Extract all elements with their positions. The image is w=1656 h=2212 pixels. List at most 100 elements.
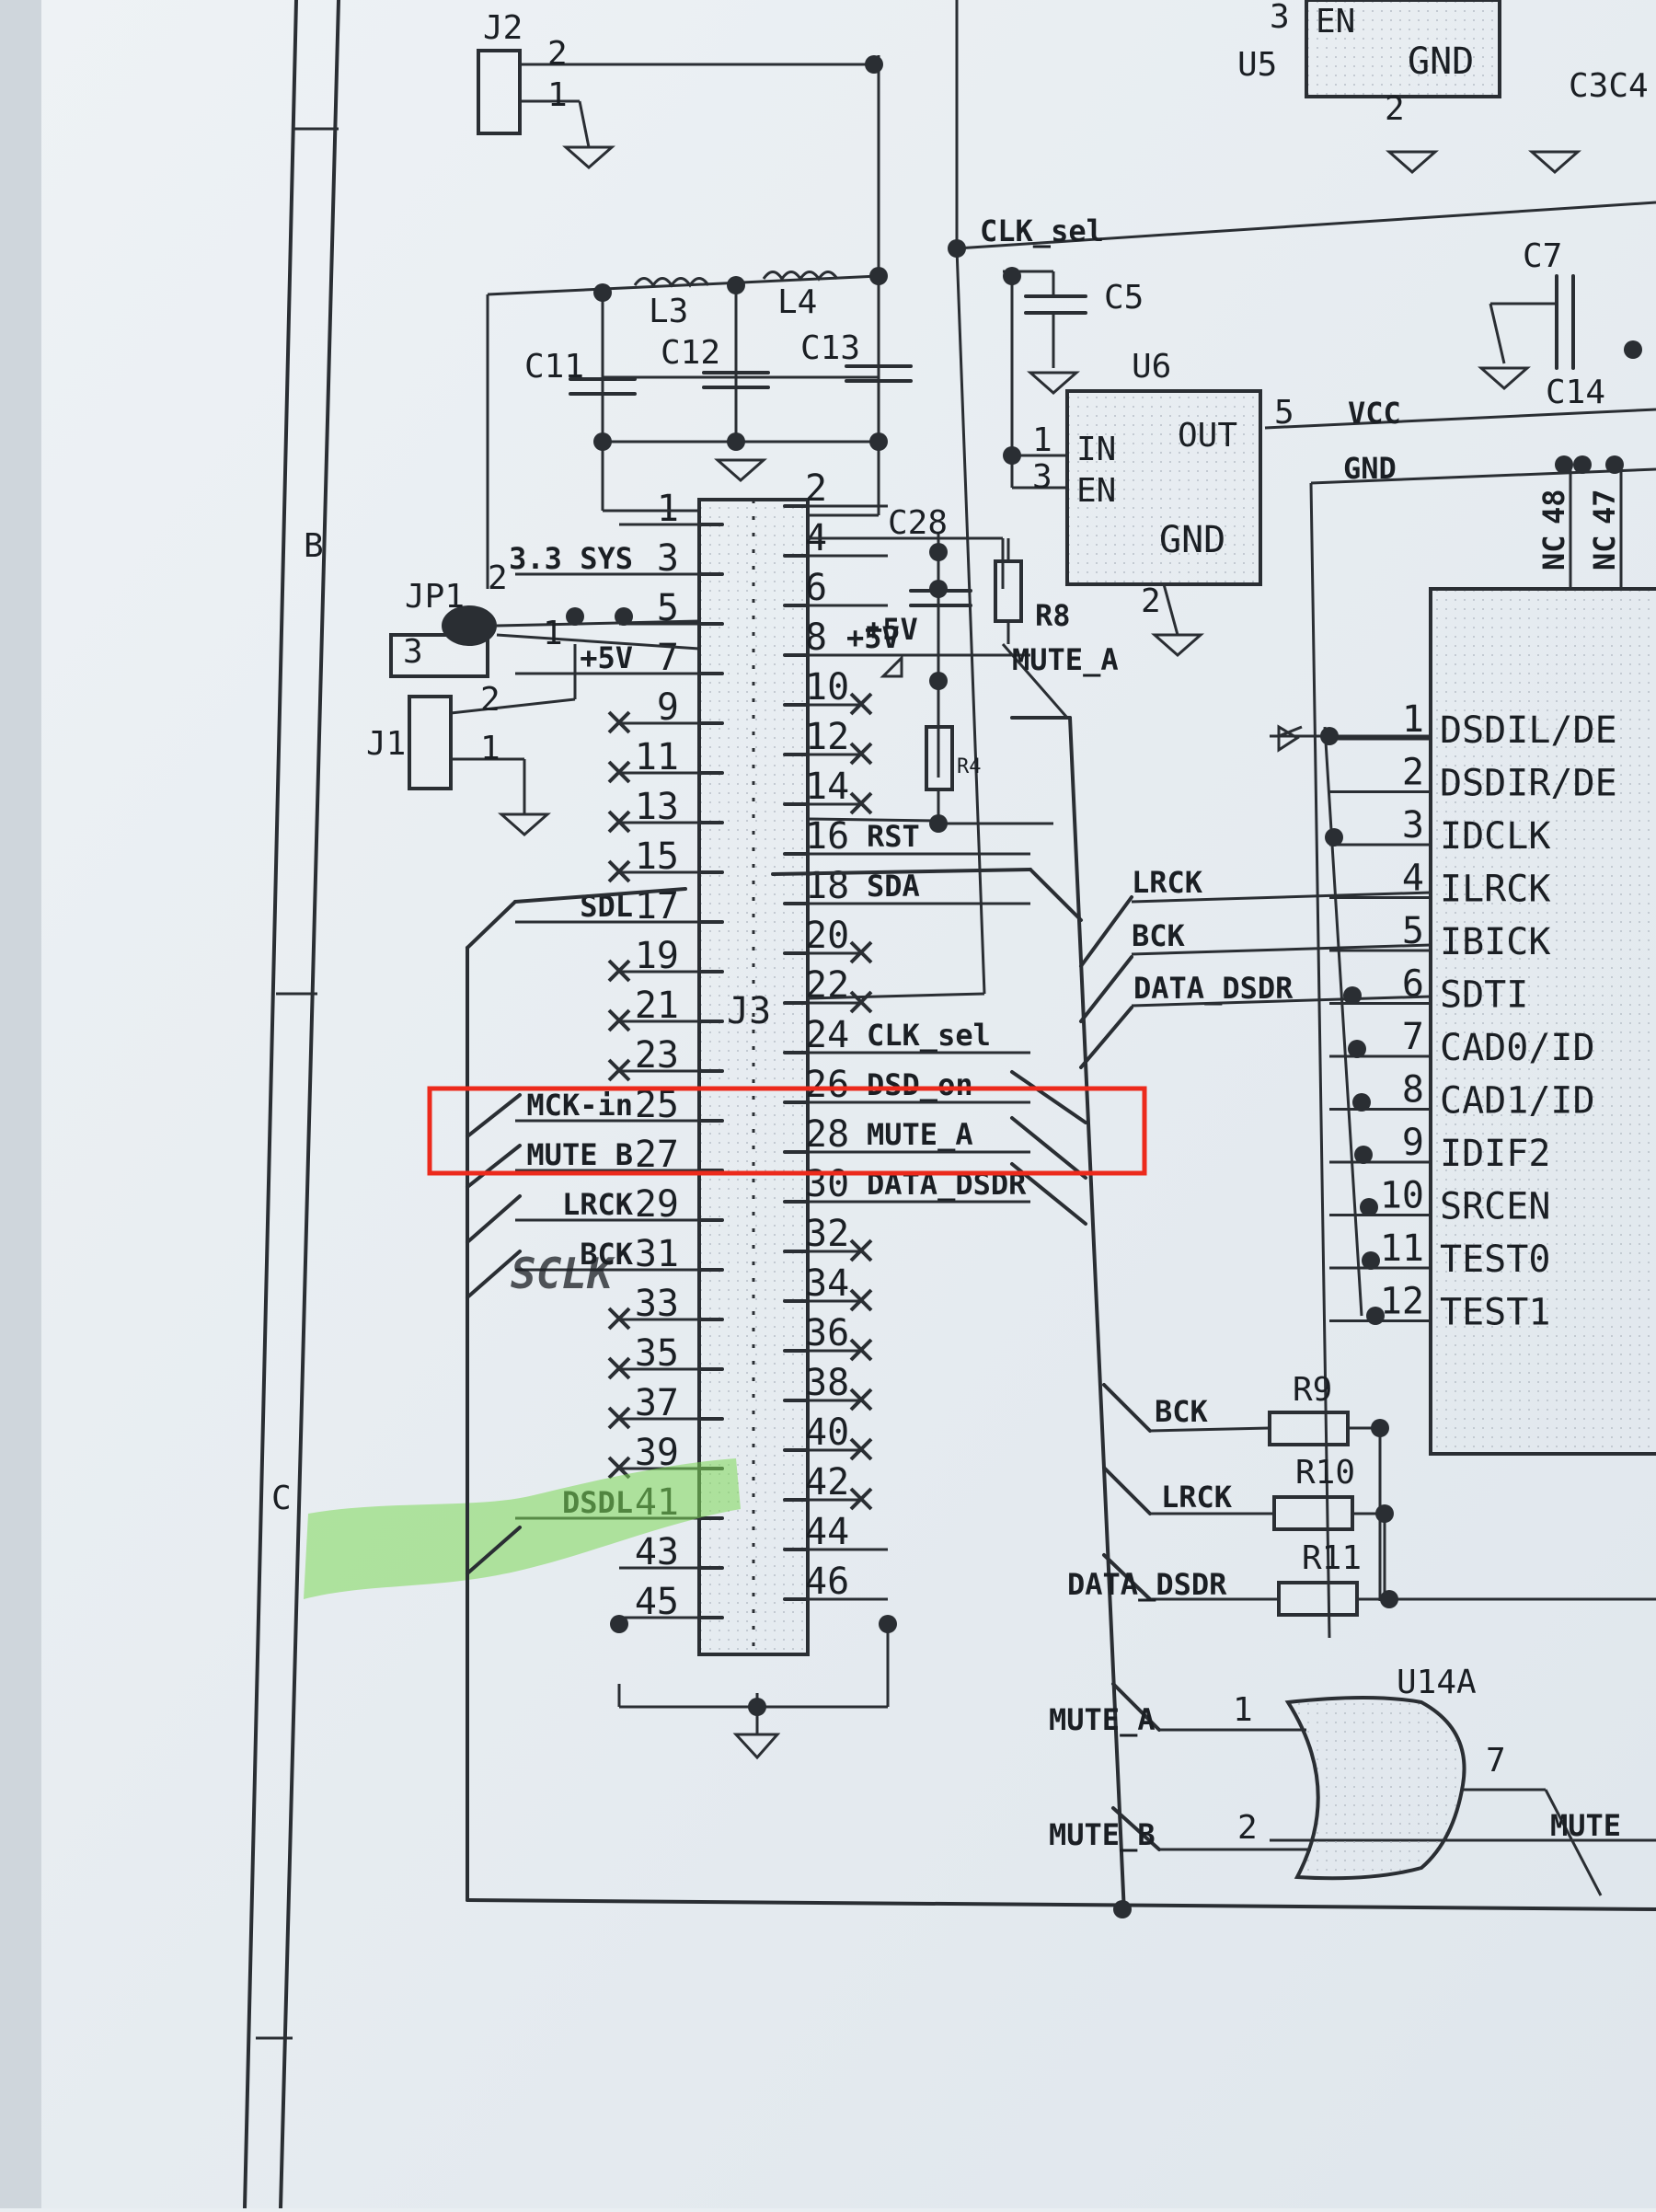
paper-left-margin	[0, 0, 41, 2208]
u14a-in2: 2	[1237, 1809, 1258, 1847]
j3-pin-number: 37	[635, 1382, 679, 1424]
ic-pin-name: SRCEN	[1440, 1186, 1550, 1228]
data-dsdr2-net: DATA_DSDR	[1067, 1567, 1227, 1602]
j3-pin-number: 22	[805, 964, 849, 1007]
junction-dot	[1573, 455, 1592, 474]
c28-ref: C28	[888, 504, 948, 542]
j3-pin-number: 16	[805, 815, 849, 858]
j3-ref: J3	[727, 990, 771, 1032]
c5-ref: C5	[1104, 279, 1144, 317]
highlight-box	[427, 1086, 1147, 1176]
j3-pin-number: 30	[805, 1163, 849, 1205]
junction-dots	[566, 55, 1642, 1918]
j3-pin-net: MUTE_A	[867, 1117, 973, 1152]
junction-dot	[869, 432, 888, 451]
p5v-net: +5V	[865, 612, 918, 647]
r4-ref: R4	[957, 755, 982, 778]
mute-b2-net: MUTE_B	[1049, 1817, 1156, 1852]
ic-pin-number: 12	[1380, 1281, 1424, 1323]
u6-regulator	[1065, 389, 1262, 586]
j3-pin-net: BCK	[580, 1237, 634, 1272]
j3-pin-number: 13	[635, 786, 679, 828]
junction-dot	[1354, 1146, 1373, 1164]
junction-dot	[929, 580, 948, 598]
j3-pin-number: 29	[635, 1183, 679, 1226]
resistor-r11	[1150, 1581, 1656, 1617]
j3-pin-net: +5V	[846, 620, 900, 655]
j3-pin-number: 42	[805, 1461, 849, 1503]
j3-pin-number: 25	[635, 1084, 679, 1126]
junction-dot	[1113, 1900, 1132, 1918]
u5-gnd: GND	[1408, 40, 1474, 83]
j3-pin-net: MUTE_B	[526, 1137, 633, 1172]
junction-dot	[727, 276, 745, 294]
j3-pin-number: 11	[635, 736, 679, 778]
j3-pin-number: 2	[805, 467, 827, 510]
j3-pin-number: 44	[805, 1511, 849, 1553]
j1-ref: J1	[366, 725, 406, 763]
test-point-arrow	[880, 654, 903, 678]
j3-pin-net: DSD_on	[867, 1067, 973, 1102]
c14-ref: C14	[1546, 374, 1605, 411]
j3-pin-number: 19	[635, 935, 679, 977]
j2-pin2: 2	[547, 35, 568, 73]
u6-en-num: 3	[1032, 458, 1052, 496]
junction-dot	[1366, 1307, 1385, 1325]
junction-dot	[869, 267, 888, 285]
ic-pin-number: 3	[1402, 804, 1424, 847]
j3-pin-number: 20	[805, 915, 849, 957]
u14a-ref: U14A	[1397, 1664, 1477, 1701]
junction-dot	[610, 1615, 628, 1633]
u14a-out: 7	[1486, 1742, 1506, 1780]
j3-pin-number: 23	[635, 1034, 679, 1077]
green-highlight	[304, 1458, 741, 1599]
c13-ref: C13	[800, 329, 860, 367]
ic-nc-2: NC	[1587, 535, 1622, 570]
r8-ref: R8	[1035, 598, 1071, 633]
junction-dot	[1605, 455, 1624, 474]
r10-ref: R10	[1295, 1454, 1355, 1492]
junction-dot	[615, 607, 633, 626]
j3-pin-number: 45	[635, 1581, 679, 1623]
l3-ref: L3	[649, 293, 688, 330]
junction-dot	[1325, 828, 1343, 847]
resistor-r8	[994, 538, 1023, 644]
j1-pin2: 2	[480, 681, 500, 719]
c3-ref: C3C4	[1569, 67, 1649, 105]
j3-pin-number: 6	[805, 567, 827, 609]
j3-pin-number: 10	[805, 666, 849, 709]
ic-nc-1: NC	[1536, 535, 1571, 570]
j3-pin-number: 21	[635, 985, 679, 1027]
bck-net: BCK	[1132, 918, 1186, 953]
or-gate-u14a	[1159, 1696, 1603, 1896]
junction-dot	[1320, 727, 1339, 745]
junction-dot	[748, 1698, 766, 1716]
j3-left-pins: 133.3_SYS57+5V911131517SDL19212325MCK-in…	[509, 488, 724, 1623]
j3-pin-number: 26	[805, 1064, 849, 1106]
junction-dot	[1343, 986, 1362, 1005]
j3-pin-net: CLK_sel	[867, 1018, 991, 1053]
lrck-net: LRCK	[1132, 865, 1203, 900]
u5-en-num: 3	[1270, 0, 1290, 36]
ic-input-wiring	[1131, 724, 1432, 1317]
j3-pin-number: 32	[805, 1213, 849, 1255]
junction-dot	[1362, 1251, 1380, 1270]
ic-pin-name: DSDIR/DE	[1440, 763, 1617, 805]
r11-ref: R11	[1302, 1539, 1362, 1577]
c12-ref: C12	[661, 334, 720, 372]
u6-gnd: GND	[1159, 519, 1225, 561]
u6-gnd-num: 2	[1141, 582, 1161, 620]
junction-dot	[1624, 340, 1642, 359]
j3-pin-number: 14	[805, 766, 849, 808]
junction-dot	[1380, 1590, 1398, 1608]
j3-pin-number: 34	[805, 1262, 849, 1305]
j3-pin-net: +5V	[580, 640, 633, 675]
ic-pin-name: DSDIL/DE	[1440, 709, 1617, 752]
u6-in: IN	[1076, 431, 1116, 468]
data-dsdr-net: DATA_DSDR	[1133, 971, 1294, 1006]
jp1-ref: JP1	[405, 578, 465, 616]
gnd-net: GND	[1343, 451, 1397, 486]
u6-in-num: 1	[1032, 421, 1052, 459]
junction-dot	[865, 55, 883, 74]
j3-pin-number: 1	[657, 488, 679, 530]
